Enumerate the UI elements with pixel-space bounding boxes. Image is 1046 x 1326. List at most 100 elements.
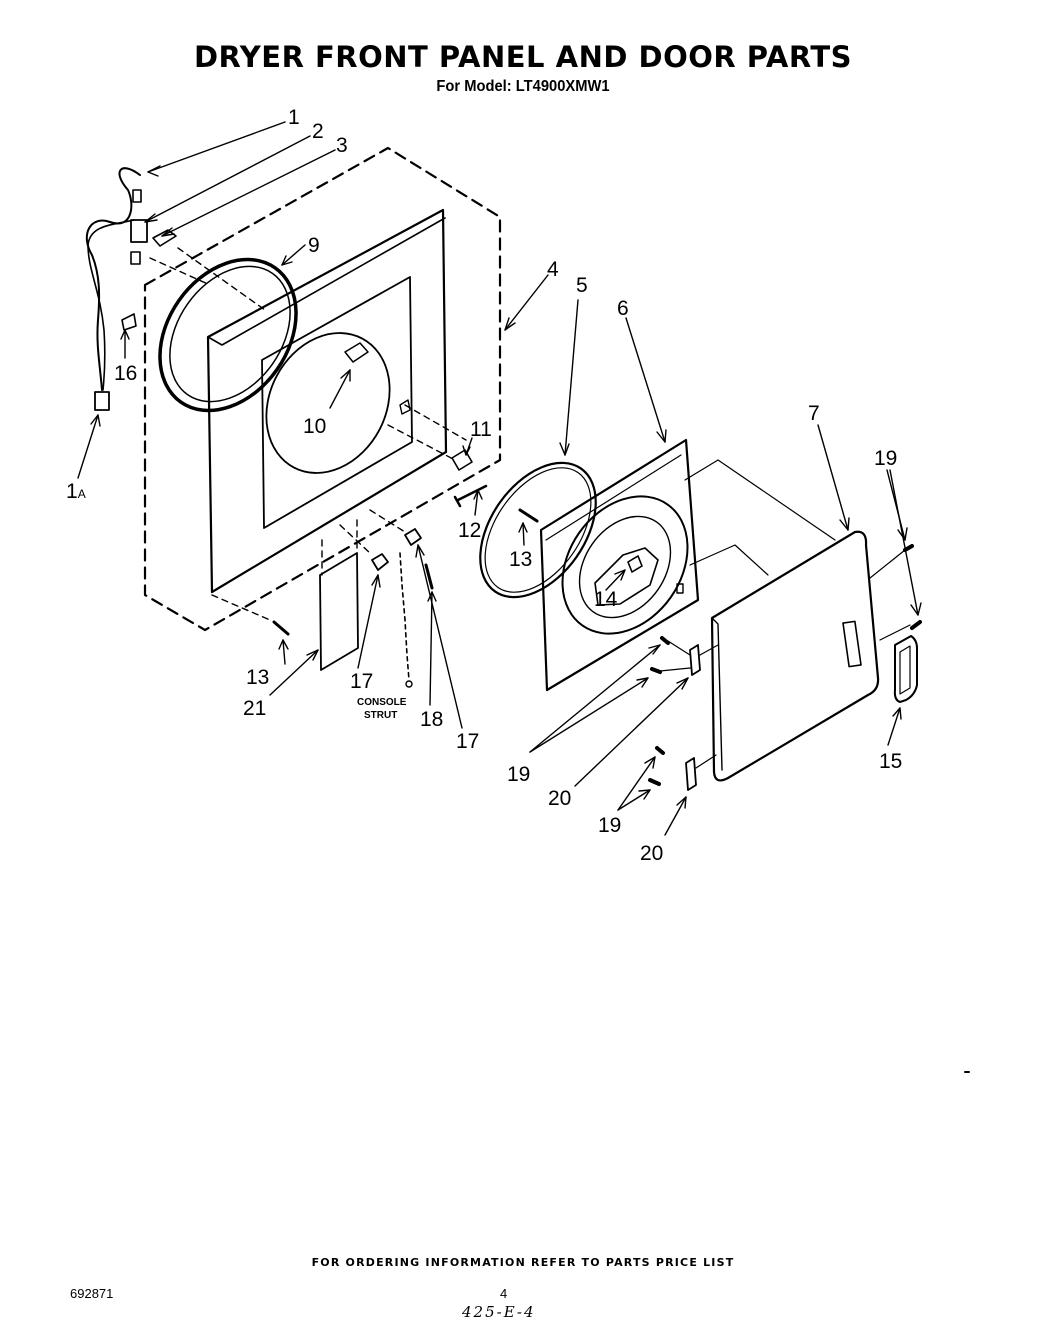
- hinge-screw-leader-2: [659, 667, 691, 672]
- part-20-hinge-lower: [685, 757, 697, 791]
- part-9-seal-ring-inner: [169, 265, 291, 403]
- ordering-note: FOR ORDERING INFORMATION REFER TO PARTS …: [311, 1256, 735, 1269]
- callout-arrows: [77, 121, 922, 836]
- part-3-switch-bracket: [152, 229, 177, 247]
- callout-13-middle: 13: [509, 548, 532, 571]
- console-strut-label-1: CONSOLE: [357, 697, 407, 708]
- front-panel-window: [261, 276, 413, 529]
- hinge-leader-bottom: [404, 404, 467, 441]
- callout-19-top: 19: [874, 447, 897, 470]
- part-14-knob: [627, 555, 643, 573]
- console-strut-label-2: STRUT: [364, 710, 397, 721]
- part-6-inner-door-rim: [545, 454, 682, 541]
- callout-17-right: 17: [456, 730, 479, 753]
- callout-19-bottom: 19: [598, 814, 621, 837]
- part-5-door-gasket-inner: [484, 467, 592, 593]
- callout-2: 2: [312, 120, 324, 143]
- hinge-leader-top: [387, 424, 456, 461]
- hinge-leader-lower: [695, 754, 717, 769]
- part-15-handle-inner: [899, 645, 911, 695]
- part-1-harness-wire: [85, 167, 141, 391]
- part-19-screw-right: [910, 620, 922, 630]
- callout-1: 1: [288, 106, 300, 129]
- part-19-screw-upper: [903, 544, 914, 552]
- part-6-door-bowl: [561, 495, 689, 635]
- front-panel: [206, 208, 448, 594]
- callout-17-left: 17: [350, 670, 373, 693]
- callout-13-lower: 13: [246, 666, 269, 689]
- door-catch: [676, 583, 684, 594]
- callout-1a: 1A: [66, 480, 86, 503]
- part-1-harness-wire-2: [87, 219, 135, 391]
- handwritten-note: 425-E-4: [462, 1303, 536, 1321]
- part-6-inner-door: [539, 438, 700, 692]
- part-12-screw: [453, 484, 488, 508]
- part-19-screw-hinge-2: [650, 667, 662, 674]
- part-7-outer-door-edge: [711, 617, 723, 771]
- callout-7: 7: [808, 402, 820, 425]
- console-strut-end: [405, 680, 413, 688]
- part-10-light-lens: [344, 342, 369, 363]
- part-11-tab: [399, 399, 411, 415]
- callout-15: 15: [879, 750, 902, 773]
- callout-14: 14: [594, 588, 618, 611]
- part-18-screw: [424, 563, 434, 590]
- callout-16: 16: [114, 362, 137, 385]
- callout-20-bottom: 20: [640, 842, 663, 865]
- part-6-door-bowl-inner: [578, 515, 672, 619]
- screw-leader-upper: [869, 549, 906, 579]
- switch-leader-2: [177, 247, 266, 311]
- part-15-door-handle: [893, 635, 918, 703]
- door-assembly-leader-mid: [689, 544, 769, 576]
- part-17-grommet-left: [371, 553, 389, 571]
- part-18-console-strut: [399, 552, 410, 681]
- part-1a-connector: [94, 391, 110, 411]
- document-number: 692871: [70, 1286, 114, 1301]
- strut-leader-2: [369, 509, 406, 533]
- callout-9: 9: [308, 234, 320, 257]
- harness-plug: [130, 251, 141, 265]
- part-13-screw-lower: [272, 620, 290, 636]
- page-title: DRYER FRONT PANEL AND DOOR PARTS: [193, 40, 853, 74]
- switch-leader: [149, 257, 211, 286]
- part-13-screw-middle: [518, 508, 539, 523]
- part-19-screw-hinge-1: [660, 636, 670, 645]
- hinge-screw-leader-1: [667, 640, 691, 656]
- screw-leader-right: [879, 624, 911, 641]
- part-5-door-gasket: [479, 461, 597, 599]
- callout-10: 10: [303, 415, 326, 438]
- callout-18: 18: [420, 708, 443, 731]
- part-7-outer-door: [710, 530, 880, 782]
- door-assembly-leader-top: [684, 459, 836, 541]
- part-19-screw-hinge-4: [648, 778, 661, 786]
- part-9-seal-ring: [158, 257, 298, 413]
- callout-21: 21: [243, 697, 266, 720]
- callout-11: 11: [470, 418, 492, 441]
- callout-5: 5: [576, 274, 588, 297]
- part-1-end-plug: [132, 189, 142, 203]
- part-13-lower-leader: [211, 594, 271, 621]
- part-11-strike: [451, 449, 473, 471]
- page-number: 4: [500, 1286, 508, 1301]
- model-subtitle: For Model: LT4900XMW1: [436, 78, 610, 95]
- part-19-screw-hinge-3: [655, 746, 665, 755]
- part-16-harness-clip: [121, 313, 137, 331]
- part-2-door-switch: [130, 219, 148, 243]
- front-panel-edge: [207, 217, 446, 346]
- strut-leader: [339, 524, 373, 556]
- part-21-console-plate: [319, 552, 359, 671]
- part-14-lint-screen: [594, 547, 659, 606]
- door-handle-slot: [842, 620, 862, 668]
- callout-6: 6: [617, 297, 629, 320]
- callout-19-middle: 19: [507, 763, 530, 786]
- part-20-hinge-upper: [689, 644, 701, 676]
- callout-20-middle: 20: [548, 787, 571, 810]
- cabinet-outline: [143, 146, 502, 632]
- callout-3: 3: [336, 134, 348, 157]
- callout-4: 4: [547, 258, 559, 281]
- part-17-grommet-right: [404, 528, 422, 546]
- callout-12: 12: [458, 519, 481, 542]
- front-panel-opening: [265, 332, 391, 474]
- hinge-leader-upper: [699, 644, 719, 656]
